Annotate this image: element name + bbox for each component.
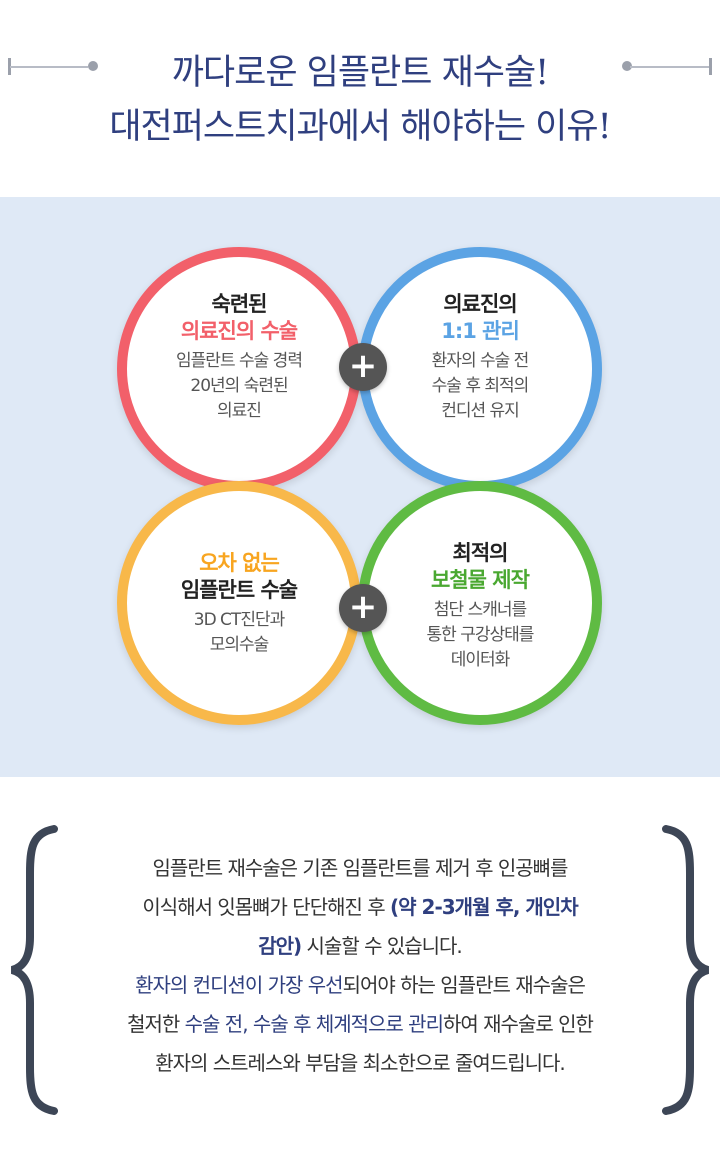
description-highlight: (약 2-3개월 후, 개인차: [390, 895, 579, 919]
left-deco-cap: [8, 58, 11, 75]
right-deco-line: [630, 66, 710, 68]
feature-circle-precise-surgery: 오차 없는 임플란트 수술 3D CT진단과 모의수술: [117, 481, 361, 725]
circle-heading-accent: 의료진의 수술: [180, 319, 298, 343]
description-span: 이식해서 잇몸뼈가 단단해진 후: [142, 895, 391, 919]
circle-body: 첨단 스캐너를 통한 구강상태를 데이터화: [368, 598, 592, 673]
circle-heading: 임플란트 수술: [180, 578, 298, 602]
feature-circle-one-on-one-care: 의료진의 1:1 관리 환자의 수술 전 수술 후 최적의 컨디션 유지: [358, 247, 602, 491]
circle-body-line: 의료진: [217, 401, 262, 421]
description-line: 환자의 스트레스와 부담을 최소한으로 줄여드립니다.: [60, 1044, 660, 1083]
circle-heading-accent: 오차 없는: [199, 551, 280, 575]
right-brace-icon: [662, 825, 710, 1115]
description-span: 하여 재수술로 인한: [443, 1012, 594, 1036]
left-deco-dot: [88, 61, 98, 71]
description-line: 환자의 컨디션이 가장 우선되어야 하는 임플란트 재수술은: [60, 966, 660, 1005]
circle-body-line: 3D CT진단과: [193, 610, 285, 630]
description-span: 되어야 하는 임플란트 재수술은: [342, 973, 586, 997]
description-text: 임플란트 재수술은 기존 임플란트를 제거 후 인공뼈를 이식해서 잇몸뼈가 단…: [60, 849, 660, 1083]
description-span: 시술할 수 있습니다.: [301, 934, 463, 958]
description-section: 임플란트 재수술은 기존 임플란트를 제거 후 인공뼈를 이식해서 잇몸뼈가 단…: [0, 777, 720, 1157]
circle-body-line: 통한 구강상태를: [426, 625, 535, 645]
circle-body-line: 첨단 스캐너를: [433, 600, 527, 620]
left-brace-icon: [10, 825, 58, 1115]
circle-body: 3D CT진단과 모의수술: [127, 608, 351, 658]
circle-body-line: 환자의 수술 전: [431, 351, 530, 371]
circle-body-line: 모의수술: [209, 635, 270, 655]
circle-body: 환자의 수술 전 수술 후 최적의 컨디션 유지: [368, 349, 592, 424]
left-deco-line: [10, 66, 88, 68]
description-highlight: 감안): [258, 934, 302, 958]
description-highlight: 수술 전, 수술 후 체계적으로 관리: [184, 1012, 444, 1036]
circle-body-line: 컨디션 유지: [441, 401, 520, 421]
description-span: 철저한: [127, 1012, 185, 1036]
circle-body-line: 임플란트 수술 경력: [176, 351, 303, 371]
description-line: 철저한 수술 전, 수술 후 체계적으로 관리하여 재수술로 인한: [60, 1005, 660, 1044]
circle-heading: 숙련된: [211, 292, 268, 316]
description-line: 감안) 시술할 수 있습니다.: [60, 927, 660, 966]
feature-circle-skilled-staff: 숙련된 의료진의 수술 임플란트 수술 경력 20년의 숙련된 의료진: [117, 247, 361, 491]
circle-heading: 의료진의: [443, 292, 517, 316]
description-highlight: 환자의 컨디션이 가장 우선: [135, 973, 343, 997]
right-deco-cap: [709, 58, 712, 75]
circle-heading-accent: 1:1 관리: [441, 319, 520, 343]
description-line: 임플란트 재수술은 기존 임플란트를 제거 후 인공뼈를: [60, 849, 660, 888]
feature-circle-prosthesis: 최적의 보철물 제작 첨단 스캐너를 통한 구강상태를 데이터화: [358, 481, 602, 725]
circle-heading: 최적의: [452, 541, 509, 565]
description-line: 이식해서 잇몸뼈가 단단해진 후 (약 2-3개월 후, 개인차: [60, 888, 660, 927]
plus-icon: +: [339, 584, 387, 632]
circle-body-line: 데이터화: [450, 650, 511, 670]
circle-body-line: 20년의 숙련된: [190, 376, 288, 396]
plus-icon: +: [339, 343, 387, 391]
description-span: 환자의 스트레스와 부담을 최소한으로 줄여드립니다.: [155, 1051, 566, 1075]
right-deco-dot: [622, 61, 632, 71]
circle-heading-accent: 보철물 제작: [431, 568, 530, 592]
page-title-line1: 까다로운 임플란트 재수술!: [171, 53, 550, 93]
page-title-line2: 대전퍼스트치과에서 해야하는 이유!: [109, 107, 611, 147]
header: 까다로운 임플란트 재수술! 대전퍼스트치과에서 해야하는 이유!: [0, 0, 720, 197]
circle-body: 임플란트 수술 경력 20년의 숙련된 의료진: [127, 349, 351, 424]
description-span: 임플란트 재수술은 기존 임플란트를 제거 후 인공뼈를: [152, 856, 569, 880]
circle-body-line: 수술 후 최적의: [431, 376, 530, 396]
feature-panel: 숙련된 의료진의 수술 임플란트 수술 경력 20년의 숙련된 의료진 의료진의…: [0, 197, 720, 777]
